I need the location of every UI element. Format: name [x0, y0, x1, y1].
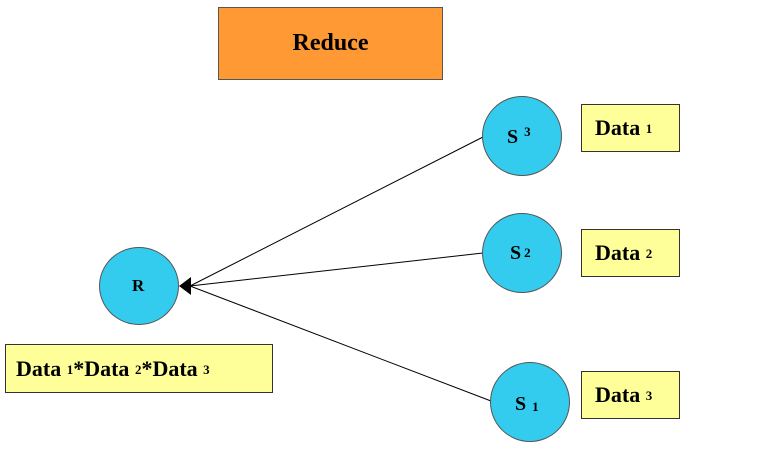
data-box-index: 3	[645, 388, 653, 403]
source-node-index: 3	[524, 124, 531, 139]
source-node-index: 2	[524, 245, 531, 260]
source-node-index: 1	[532, 399, 539, 414]
data-box-label: Data	[595, 115, 641, 140]
result-box: Data 1 *Data 2 *Data 3	[5, 344, 273, 393]
edge-s2-to-r	[189, 252, 484, 287]
result-part: *Data	[141, 355, 198, 381]
root-node-label: R	[132, 276, 145, 295]
data-box-1: Data 1	[581, 104, 680, 152]
title-box: Reduce	[218, 7, 443, 80]
data-box-label: Data	[595, 382, 641, 407]
result-part: *Data	[73, 355, 130, 381]
result-part-index: 3	[203, 361, 210, 377]
title-label: Reduce	[292, 30, 369, 56]
edge-s1-to-r	[189, 285, 492, 402]
result-part: Data	[16, 355, 62, 381]
data-box-3: Data 3	[581, 371, 680, 419]
result-part-index: 1	[66, 361, 74, 377]
data-box-label: Data	[595, 240, 641, 265]
root-node: R	[99, 247, 179, 325]
data-box-2: Data 2	[581, 229, 680, 277]
data-box-index: 1	[645, 121, 653, 136]
data-box-index: 2	[645, 246, 653, 261]
arrowhead-icon	[179, 277, 191, 295]
edge-s3-to-r	[189, 136, 484, 287]
result-part-index: 2	[134, 361, 142, 377]
